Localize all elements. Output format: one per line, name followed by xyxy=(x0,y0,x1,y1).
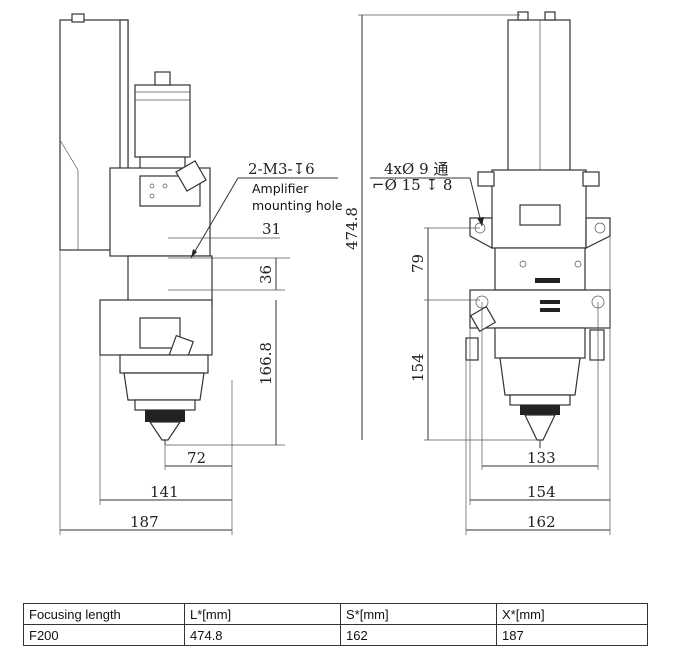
side-view xyxy=(59,13,213,445)
side-view-dimensions xyxy=(59,237,290,535)
table-cell: F200 xyxy=(23,624,185,646)
dim-31: 31 xyxy=(262,220,281,238)
technical-drawing: 2-M3-↧6 Amplifier mounting hole 31 36 16… xyxy=(59,11,611,535)
dim-72: 72 xyxy=(187,449,206,467)
table-cell: 474.8 xyxy=(184,624,341,646)
dim-166-8: 166.8 xyxy=(257,342,275,385)
dim-36: 36 xyxy=(257,265,275,284)
dim-154-vertical: 154 xyxy=(409,353,427,382)
thread-spec: 2-M3-↧6 xyxy=(248,160,315,178)
hole-spec-line1: 4xØ 9 通 xyxy=(384,160,448,178)
table-row: F200 474.8 162 187 xyxy=(23,624,648,646)
front-view xyxy=(465,11,611,448)
hole-spec-line2: ⌐Ø 15 ↧ 8 xyxy=(372,176,452,194)
dim-162: 162 xyxy=(527,513,556,531)
amplifier-leader xyxy=(190,177,338,259)
dim-474-8: 474.8 xyxy=(343,207,361,250)
dim-79: 79 xyxy=(409,254,427,273)
table-header-cell: S*[mm] xyxy=(340,603,497,625)
dim-133: 133 xyxy=(527,449,556,467)
front-view-dimensions xyxy=(358,14,611,535)
table-header-cell: Focusing length xyxy=(23,603,185,625)
spec-table: Focusing length L*[mm] S*[mm] X*[mm] F20… xyxy=(23,603,648,646)
amplifier-label-line1: Amplifier xyxy=(252,181,309,196)
table-cell: 162 xyxy=(340,624,497,646)
dim-141: 141 xyxy=(150,483,179,501)
table-header-cell: X*[mm] xyxy=(496,603,648,625)
dim-187: 187 xyxy=(130,513,159,531)
table-header-row: Focusing length L*[mm] S*[mm] X*[mm] xyxy=(23,603,648,625)
amplifier-label-line2: mounting hole xyxy=(252,198,343,213)
hole-spec-leader xyxy=(370,177,484,227)
dim-154-horizontal: 154 xyxy=(527,483,556,501)
table-header-cell: L*[mm] xyxy=(184,603,341,625)
table-cell: 187 xyxy=(496,624,648,646)
